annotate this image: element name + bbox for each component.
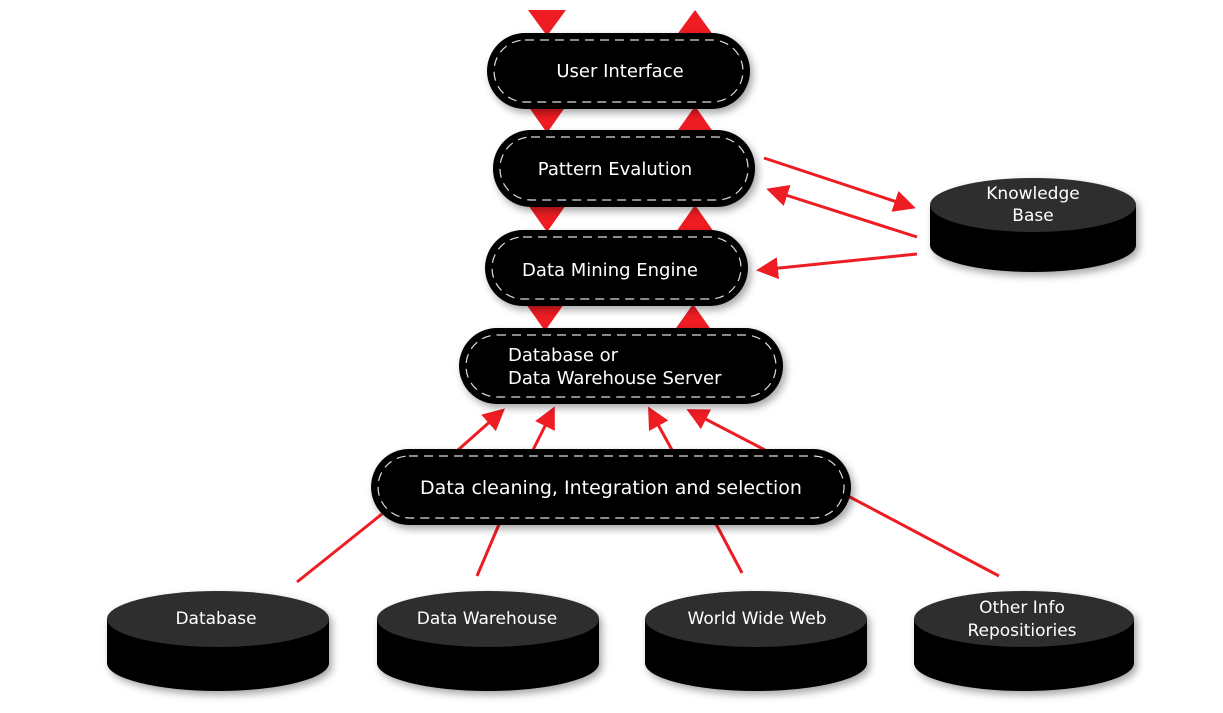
node-pattern-evaluation: Pattern Evalution [493, 130, 755, 207]
node-label-line1: Database or [508, 345, 619, 366]
up-triangle-icon [674, 304, 712, 331]
line-other-repos [847, 494, 1000, 578]
knowledge-base-arrows [756, 156, 918, 280]
line-www [713, 521, 744, 574]
down-triangle-icon [528, 106, 566, 133]
cleaning-to-server-arrows [457, 406, 766, 452]
store-www: World Wide Web [645, 591, 867, 691]
node-label: Data cleaning, Integration and selection [420, 477, 802, 499]
store-data-warehouse: Data Warehouse [377, 591, 599, 691]
arrow-up-2 [531, 406, 555, 451]
node-data-cleaning: Data cleaning, Integration and selection [371, 449, 851, 525]
down-triangle-icon [528, 205, 566, 232]
node-label: User Interface [556, 61, 683, 82]
store-label: Database [175, 609, 256, 629]
up-triangle-icon [676, 10, 714, 36]
store-other-repos: Other Info Repositiories [914, 591, 1134, 691]
store-label: Data Warehouse [417, 609, 557, 629]
node-db-server: Database or Data Warehouse Server [459, 328, 783, 404]
down-triangle-icon [526, 304, 564, 331]
arrow-up-1 [457, 408, 505, 452]
store-knowledge-base: Knowledge Base [930, 178, 1136, 272]
source-lines [296, 494, 1000, 584]
down-triangle-icon [528, 10, 566, 36]
store-label-line1: Knowledge [986, 184, 1079, 204]
flow-triangles [526, 10, 714, 331]
arrow-kb-to-engine [756, 252, 918, 280]
node-label: Pattern Evalution [538, 159, 692, 180]
arrow-up-3 [648, 406, 674, 451]
line-database [296, 512, 383, 584]
store-label: World Wide Web [688, 609, 827, 629]
arrow-pattern-to-kb [763, 156, 916, 212]
node-label-line2: Data Warehouse Server [508, 368, 722, 389]
store-database: Database [107, 591, 329, 691]
up-triangle-icon [676, 205, 714, 232]
arrow-kb-to-pattern [766, 185, 918, 239]
node-data-mining-engine: Data Mining Engine [485, 230, 748, 306]
line-data-warehouse [475, 521, 502, 577]
store-label-line2: Repositiories [967, 621, 1076, 641]
arrow-up-4 [686, 409, 766, 452]
node-label: Data Mining Engine [522, 260, 698, 281]
up-triangle-icon [676, 106, 714, 133]
store-label-line2: Base [1012, 206, 1053, 226]
node-user-interface: User Interface [487, 33, 750, 109]
store-label-line1: Other Info [979, 598, 1065, 618]
